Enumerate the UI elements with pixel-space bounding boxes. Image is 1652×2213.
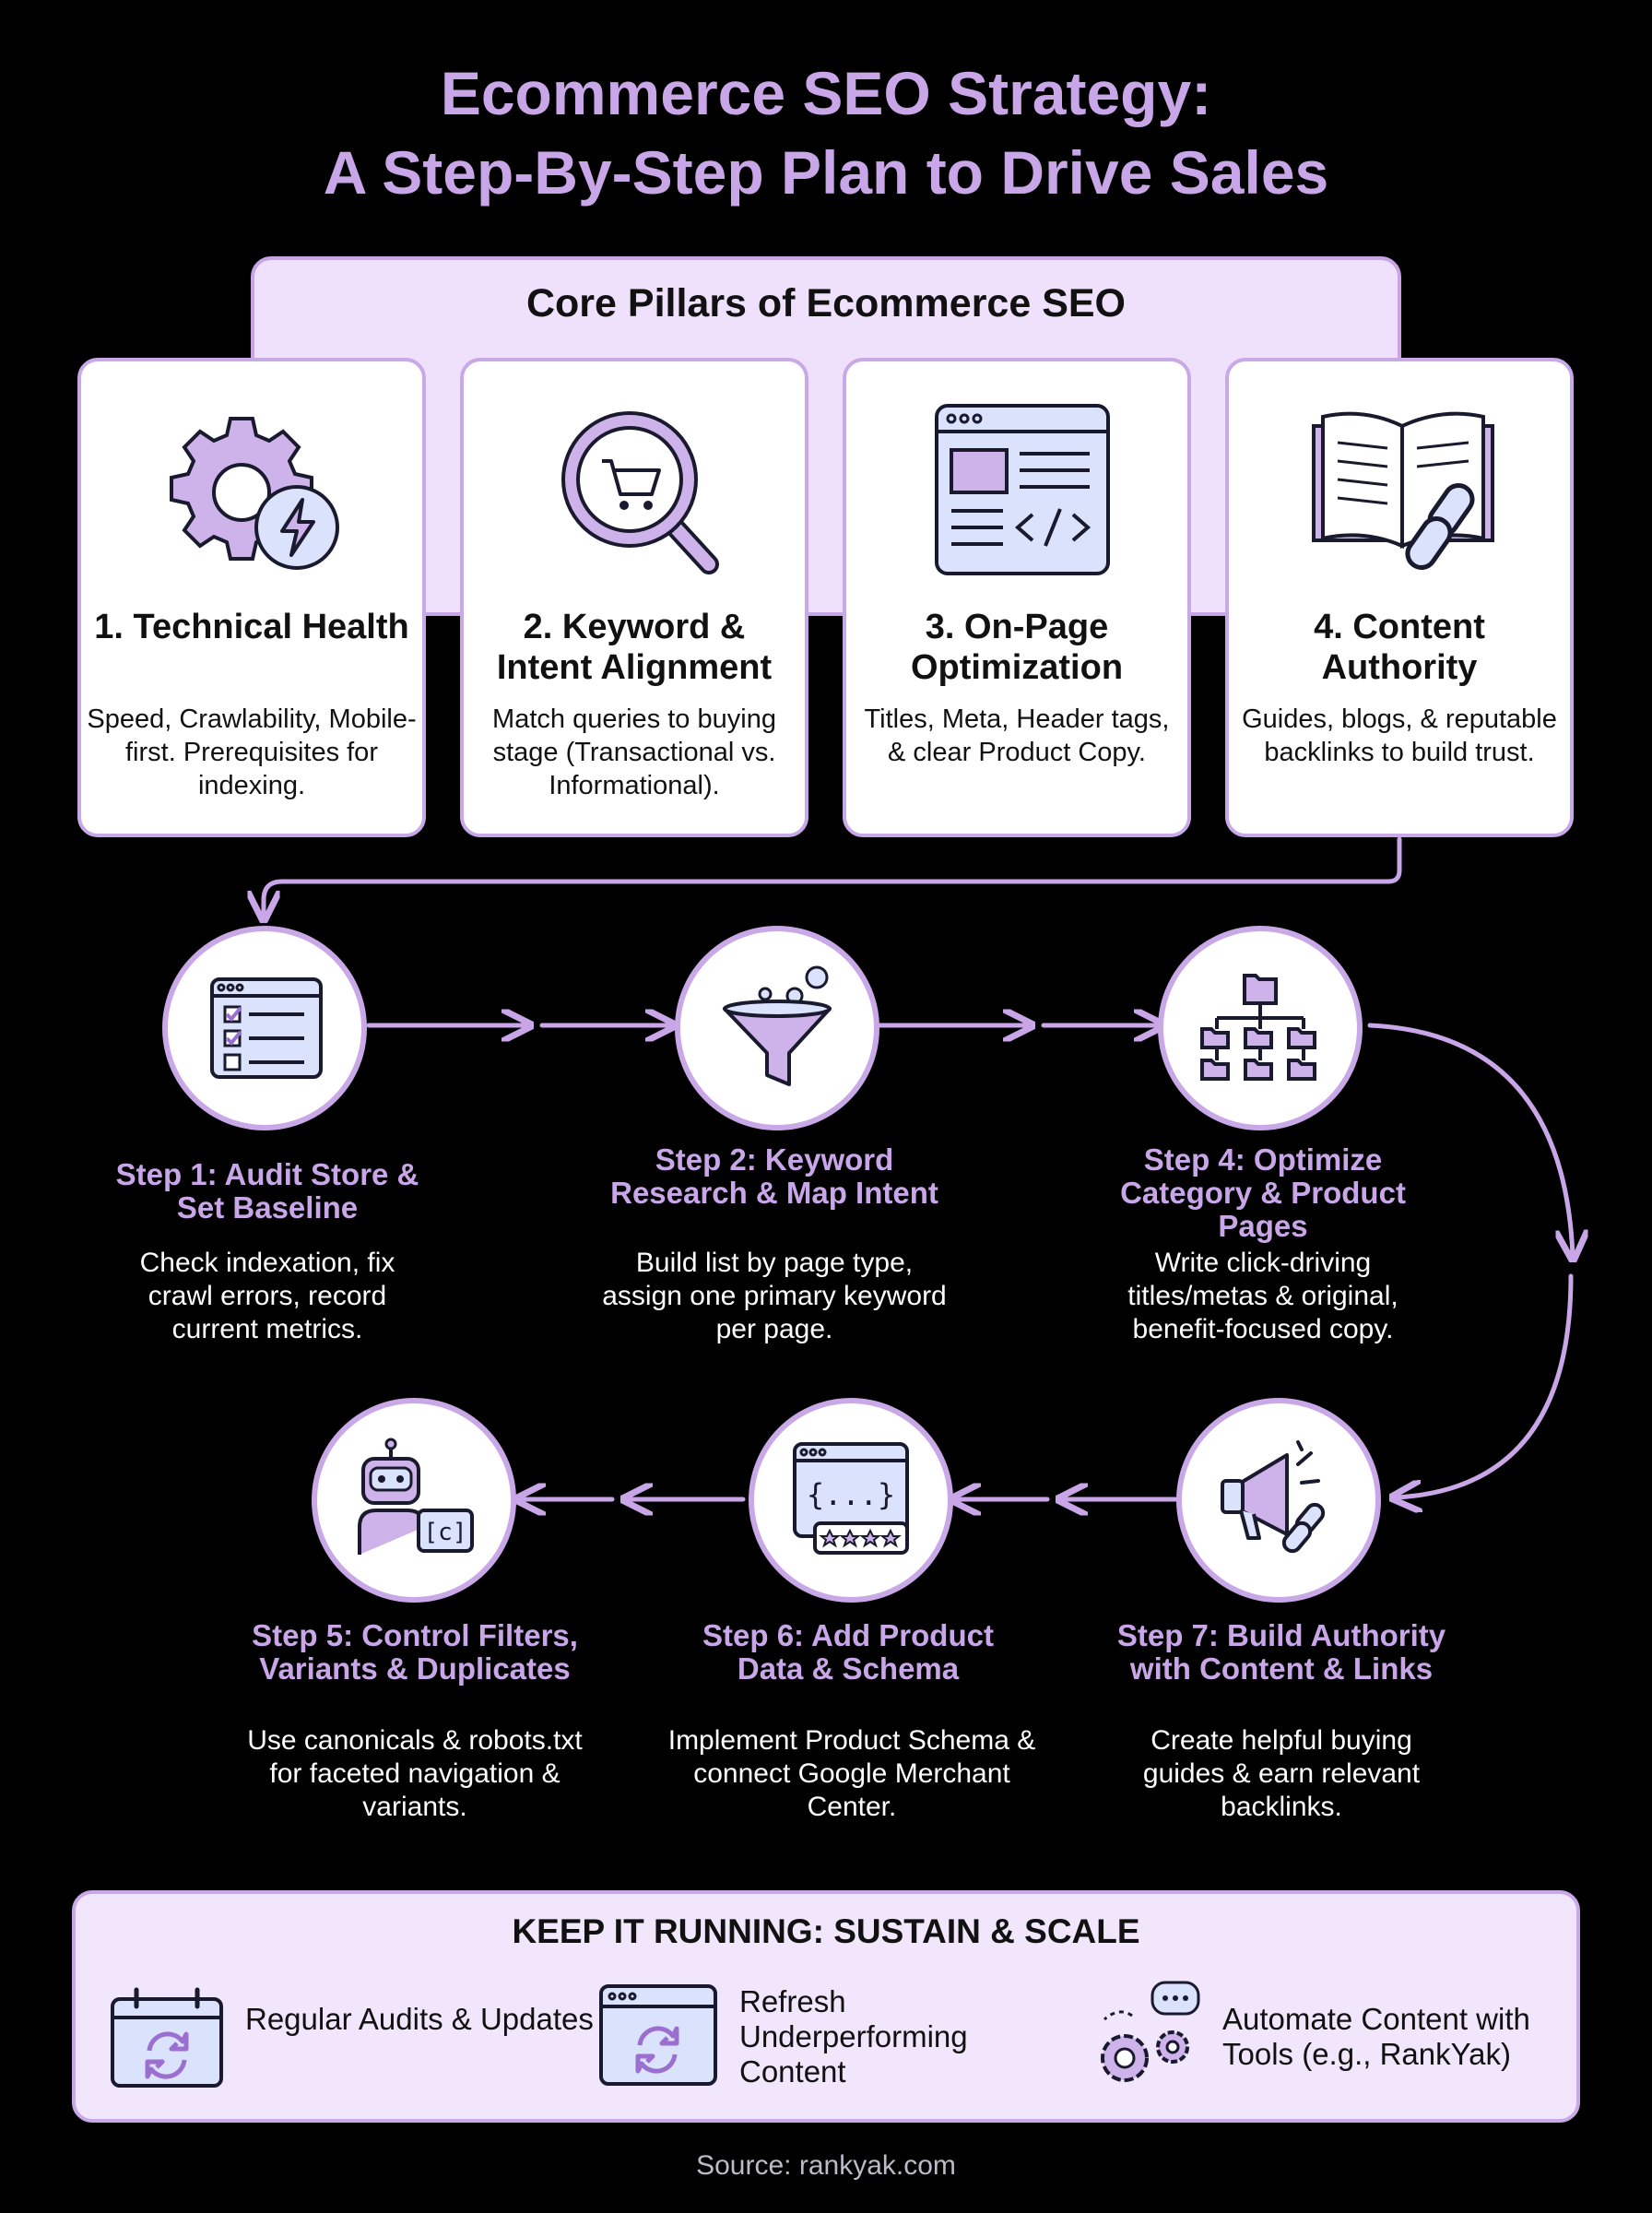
arrow-step4-to-step7-b — [1396, 1273, 1574, 1497]
step7-desc: Create helpful buying guides & earn rele… — [1142, 1725, 1421, 1822]
step2-desc: Build list by page type, assign one prim… — [602, 1248, 947, 1344]
pillar-title: 2. Keyword & Intent Alignment — [496, 608, 773, 687]
step5-circle: [c] — [312, 1398, 516, 1603]
robot-icon: [c] — [358, 1438, 474, 1555]
browser-code-icon — [935, 404, 1110, 575]
sustain-panel — [72, 1890, 1580, 2123]
pillar-card-content-authority: 4. Content Authority Guides, blogs, & re… — [1225, 358, 1574, 837]
step2-title: Step 2: Keyword Research & Map Intent — [610, 1142, 938, 1210]
step6-circle: {...} — [749, 1398, 953, 1603]
title-line-1: Ecommerce SEO Strategy: — [440, 59, 1212, 127]
pillar-title: 1. Technical Health — [94, 608, 409, 646]
pillar-card-keyword-intent: 2. Keyword & Intent Alignment Match quer… — [460, 358, 808, 837]
pillar-card-on-page: 3. On-Page Optimization Titles, Meta, He… — [843, 358, 1191, 837]
sustain-item-3-label: Automate Content with Tools (e.g., RankY… — [1222, 2002, 1530, 2071]
megaphone-link-icon — [1221, 1440, 1326, 1554]
step5-desc: Use canonicals & robots.txt for faceted … — [247, 1725, 583, 1822]
connector-pillars-to-step1 — [264, 836, 1402, 917]
sitemap-icon — [1200, 974, 1316, 1081]
code-bracket-glyph: [c] — [424, 1519, 467, 1546]
step2-circle — [675, 926, 879, 1130]
source-credit: Source: rankyak.com — [696, 2150, 956, 2181]
core-pillars-heading: Core Pillars of Ecommerce SEO — [525, 281, 1127, 325]
calendar-refresh-icon — [111, 1987, 223, 2088]
sustain-item-2-label: Refresh Underperforming Content — [739, 1984, 968, 2089]
step7-circle — [1176, 1398, 1381, 1603]
step4-circle — [1158, 926, 1363, 1130]
step6-desc: Implement Product Schema & connect Googl… — [667, 1725, 1036, 1822]
magnifier-cart-icon — [561, 411, 719, 574]
step1-circle — [162, 926, 367, 1130]
pillar-desc: Match queries to buying stage (Transacti… — [492, 704, 776, 800]
pillar-card-technical-health: 1. Technical Health Speed, Crawlability,… — [77, 358, 426, 837]
pillar-desc: Titles, Meta, Header tags, & clear Produ… — [864, 704, 1170, 767]
book-link-icon — [1312, 411, 1494, 570]
step4-desc: Write click-driving titles/metas & origi… — [1127, 1248, 1398, 1344]
step6-title: Step 6: Add Product Data & Schema — [702, 1618, 994, 1686]
pillar-title: 3. On-Page Optimization — [910, 608, 1124, 687]
browser-refresh-icon — [599, 1984, 717, 2086]
step5-title: Step 5: Control Filters, Variants & Dupl… — [252, 1618, 578, 1686]
gears-chat-icon — [1101, 1981, 1200, 2082]
funnel-icon — [723, 965, 832, 1086]
code-braces-glyph: {...} — [807, 1477, 895, 1512]
pillar-desc: Guides, blogs, & reputable backlinks to … — [1242, 704, 1557, 767]
arrow-step4-to-step7-a — [1367, 1023, 1573, 1256]
title-line-2: A Step-By-Step Plan to Drive Sales — [323, 138, 1329, 207]
checklist-icon — [210, 977, 323, 1079]
step1-desc: Check indexation, fix crawl errors, reco… — [139, 1248, 395, 1344]
step7-title: Step 7: Build Authority with Content & L… — [1116, 1618, 1446, 1686]
pillar-desc: Speed, Crawlability, Mobile-first. Prere… — [87, 704, 417, 800]
sustain-heading: KEEP IT RUNNING: SUSTAIN & SCALE — [512, 1912, 1140, 1950]
page-title: Ecommerce SEO Strategy: A Step-By-Step P… — [0, 53, 1652, 212]
pillar-title: 4. Content Authority — [1314, 608, 1485, 687]
gear-lightning-icon — [170, 417, 339, 570]
step4-title: Step 4: Optimize Category & Product Page… — [1120, 1142, 1406, 1243]
sustain-item-1-label: Regular Audits & Updates — [245, 2002, 594, 2036]
step1-title: Step 1: Audit Store & Set Baseline — [115, 1157, 419, 1225]
code-stars-icon: {...} — [793, 1442, 909, 1555]
